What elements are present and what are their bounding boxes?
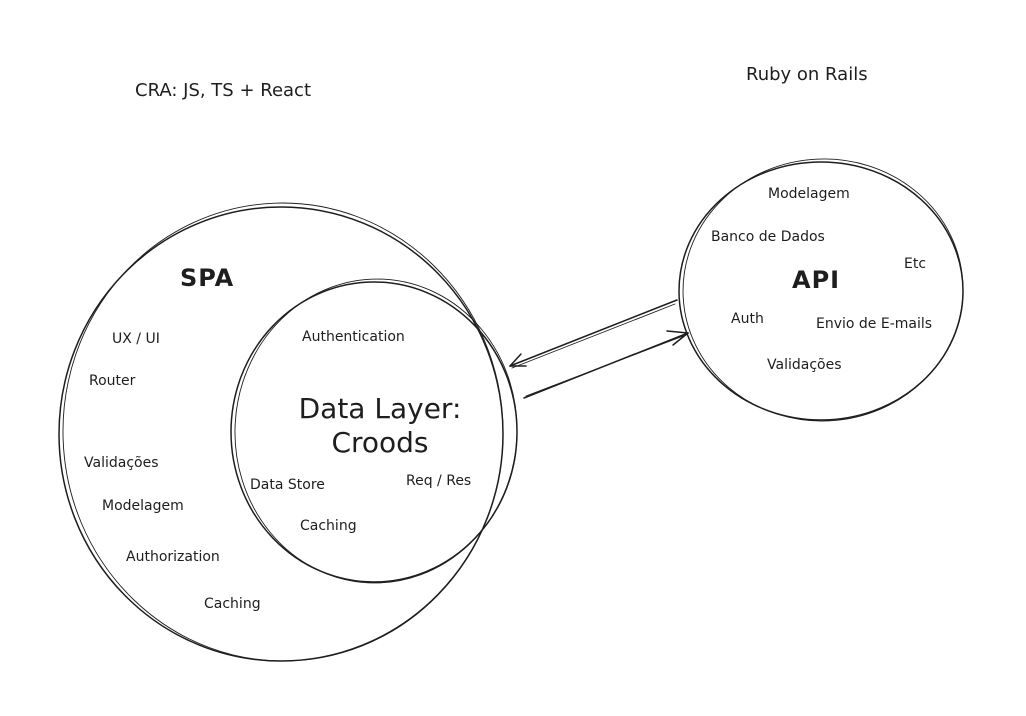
- spa-title: SPA: [180, 264, 235, 292]
- api-title: API: [792, 266, 841, 294]
- data-layer-title-line1: Data Layer:: [298, 392, 462, 425]
- api-item-etc: Etc: [904, 256, 927, 272]
- data-layer-item-req-res: Req / Res: [406, 473, 472, 489]
- data-layer-to-api-arrow: [523, 330, 689, 399]
- spa-item-authorization: Authorization: [126, 549, 220, 565]
- data-layer-item-authentication: Authentication: [302, 329, 405, 345]
- api-item-banco-de-dados: Banco de Dados: [711, 229, 825, 245]
- frontend-stack-heading: CRA: JS, TS + React: [135, 80, 312, 101]
- data-layer-title-line2: Croods: [331, 425, 429, 459]
- spa-item-ux-ui: UX / UI: [112, 331, 160, 347]
- backend-stack-heading: Ruby on Rails: [746, 64, 868, 85]
- api-item-modelagem: Modelagem: [768, 186, 850, 202]
- data-layer-circle-sketch: [234, 278, 518, 584]
- spa-item-validacoes: Validações: [84, 455, 159, 471]
- spa-item-caching: Caching: [204, 596, 261, 612]
- spa-item-modelagem: Modelagem: [102, 498, 184, 514]
- data-layer-item-data-store: Data Store: [250, 477, 325, 493]
- spa-item-router: Router: [89, 373, 136, 389]
- data-layer-item-caching: Caching: [300, 518, 357, 534]
- spa-circle-sketch: [62, 202, 504, 662]
- api-to-data-layer-arrow: [509, 299, 678, 369]
- api-item-envio-de-e-mails: Envio de E-mails: [816, 316, 933, 332]
- data-layer-title: Data Layer: Croods: [280, 392, 480, 459]
- api-item-validacoes: Validações: [767, 357, 842, 373]
- api-circle-sketch: [682, 158, 964, 422]
- api-item-auth: Auth: [731, 311, 764, 327]
